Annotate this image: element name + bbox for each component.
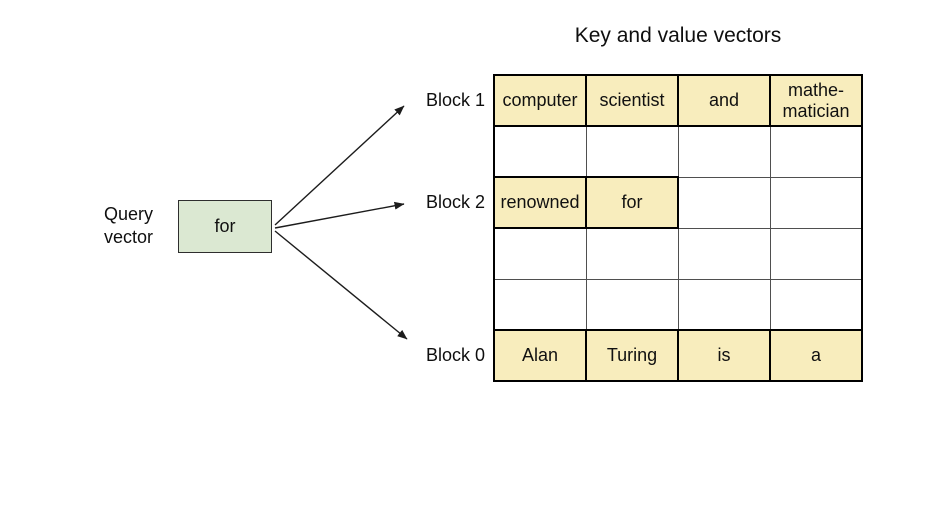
key-value-table: computer scientist and mathe- matician r… xyxy=(493,74,863,382)
table-row: Alan Turing is a xyxy=(493,329,863,382)
query-vector-value: for xyxy=(214,216,236,236)
table-row: renowned for xyxy=(493,176,863,229)
kv-cell xyxy=(493,227,587,280)
kv-cell xyxy=(493,125,587,178)
table-row xyxy=(493,227,863,280)
kv-cell: renowned xyxy=(493,176,587,229)
kv-cell xyxy=(677,176,771,229)
kv-cell xyxy=(769,176,863,229)
kv-cell xyxy=(769,278,863,331)
kv-cell: Alan xyxy=(493,329,587,382)
query-vector-box: for xyxy=(178,200,272,253)
kv-cell: scientist xyxy=(585,74,679,127)
kv-cell xyxy=(677,125,771,178)
table-row: computer scientist and mathe- matician xyxy=(493,74,863,127)
kv-cell: is xyxy=(677,329,771,382)
kv-cell: Turing xyxy=(585,329,679,382)
kv-cell xyxy=(493,278,587,331)
kv-cell xyxy=(677,278,771,331)
table-row xyxy=(493,278,863,331)
kv-cell xyxy=(585,227,679,280)
kv-cell xyxy=(769,227,863,280)
kv-cell xyxy=(585,278,679,331)
arrow-to-block0 xyxy=(274,230,408,340)
kv-cell xyxy=(677,227,771,280)
table-row xyxy=(493,125,863,178)
kv-cell: and xyxy=(677,74,771,127)
kv-cell xyxy=(585,125,679,178)
kv-cell xyxy=(769,125,863,178)
block-label-1: Block 1 xyxy=(425,90,485,110)
query-vector-label: Query vector xyxy=(104,204,154,247)
diagram-title: Key and value vectors xyxy=(574,24,782,47)
kv-cell: a xyxy=(769,329,863,382)
kv-cell: for xyxy=(585,176,679,229)
block-label-0: Block 0 xyxy=(425,345,485,365)
block-label-2: Block 2 xyxy=(425,192,485,212)
kv-cell: computer xyxy=(493,74,587,127)
kv-cell: mathe- matician xyxy=(769,74,863,127)
